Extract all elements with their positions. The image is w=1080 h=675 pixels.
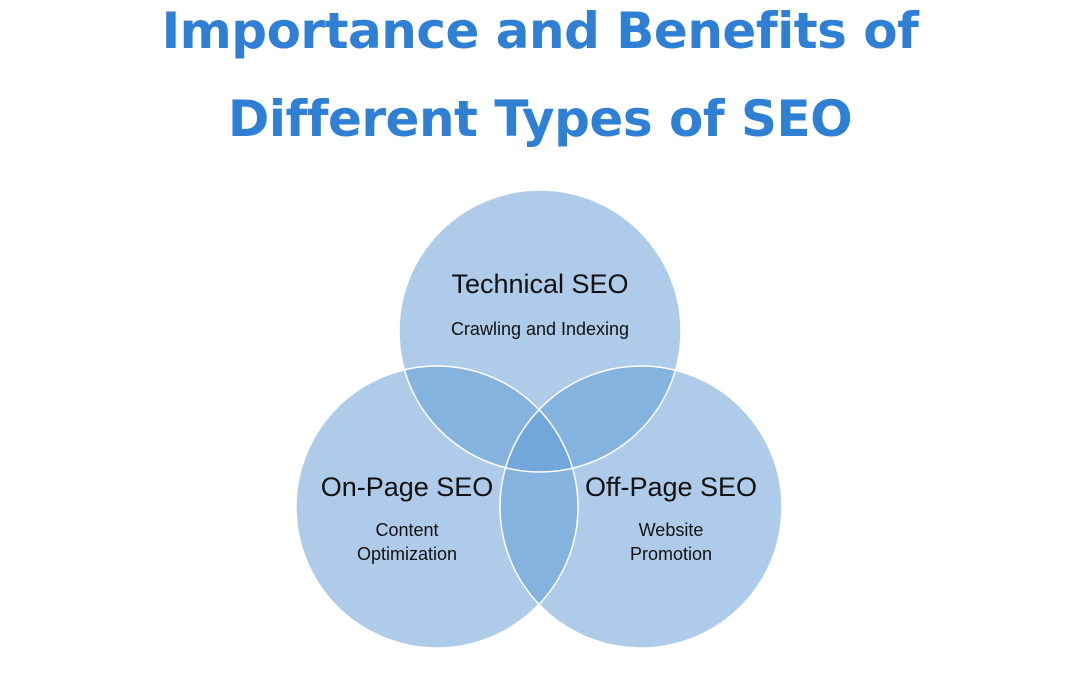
outline-right	[499, 365, 783, 649]
off-page-seo-subtitle-line-1: Website	[639, 520, 704, 540]
on-page-seo-label: On-Page SEO	[321, 472, 494, 502]
off-page-seo-label: Off-Page SEO	[585, 472, 757, 502]
overlap-technical-offpage	[500, 366, 681, 472]
outline-top	[398, 189, 682, 473]
on-page-seo-subtitle-line-2: Optimization	[357, 544, 457, 564]
technical-seo-subtitle: Crawling and Indexing	[451, 319, 629, 339]
off-page-seo-subtitle-line-2: Promotion	[630, 544, 712, 564]
overlap-technical-onpage	[399, 366, 578, 472]
on-page-seo-subtitle-line-1: Content	[375, 520, 438, 540]
title-line-1: Importance and Benefits of	[161, 2, 919, 60]
technical-seo-label: Technical SEO	[451, 269, 628, 299]
title-line-2: Different Types of SEO	[227, 90, 853, 148]
outline-left	[295, 365, 579, 649]
